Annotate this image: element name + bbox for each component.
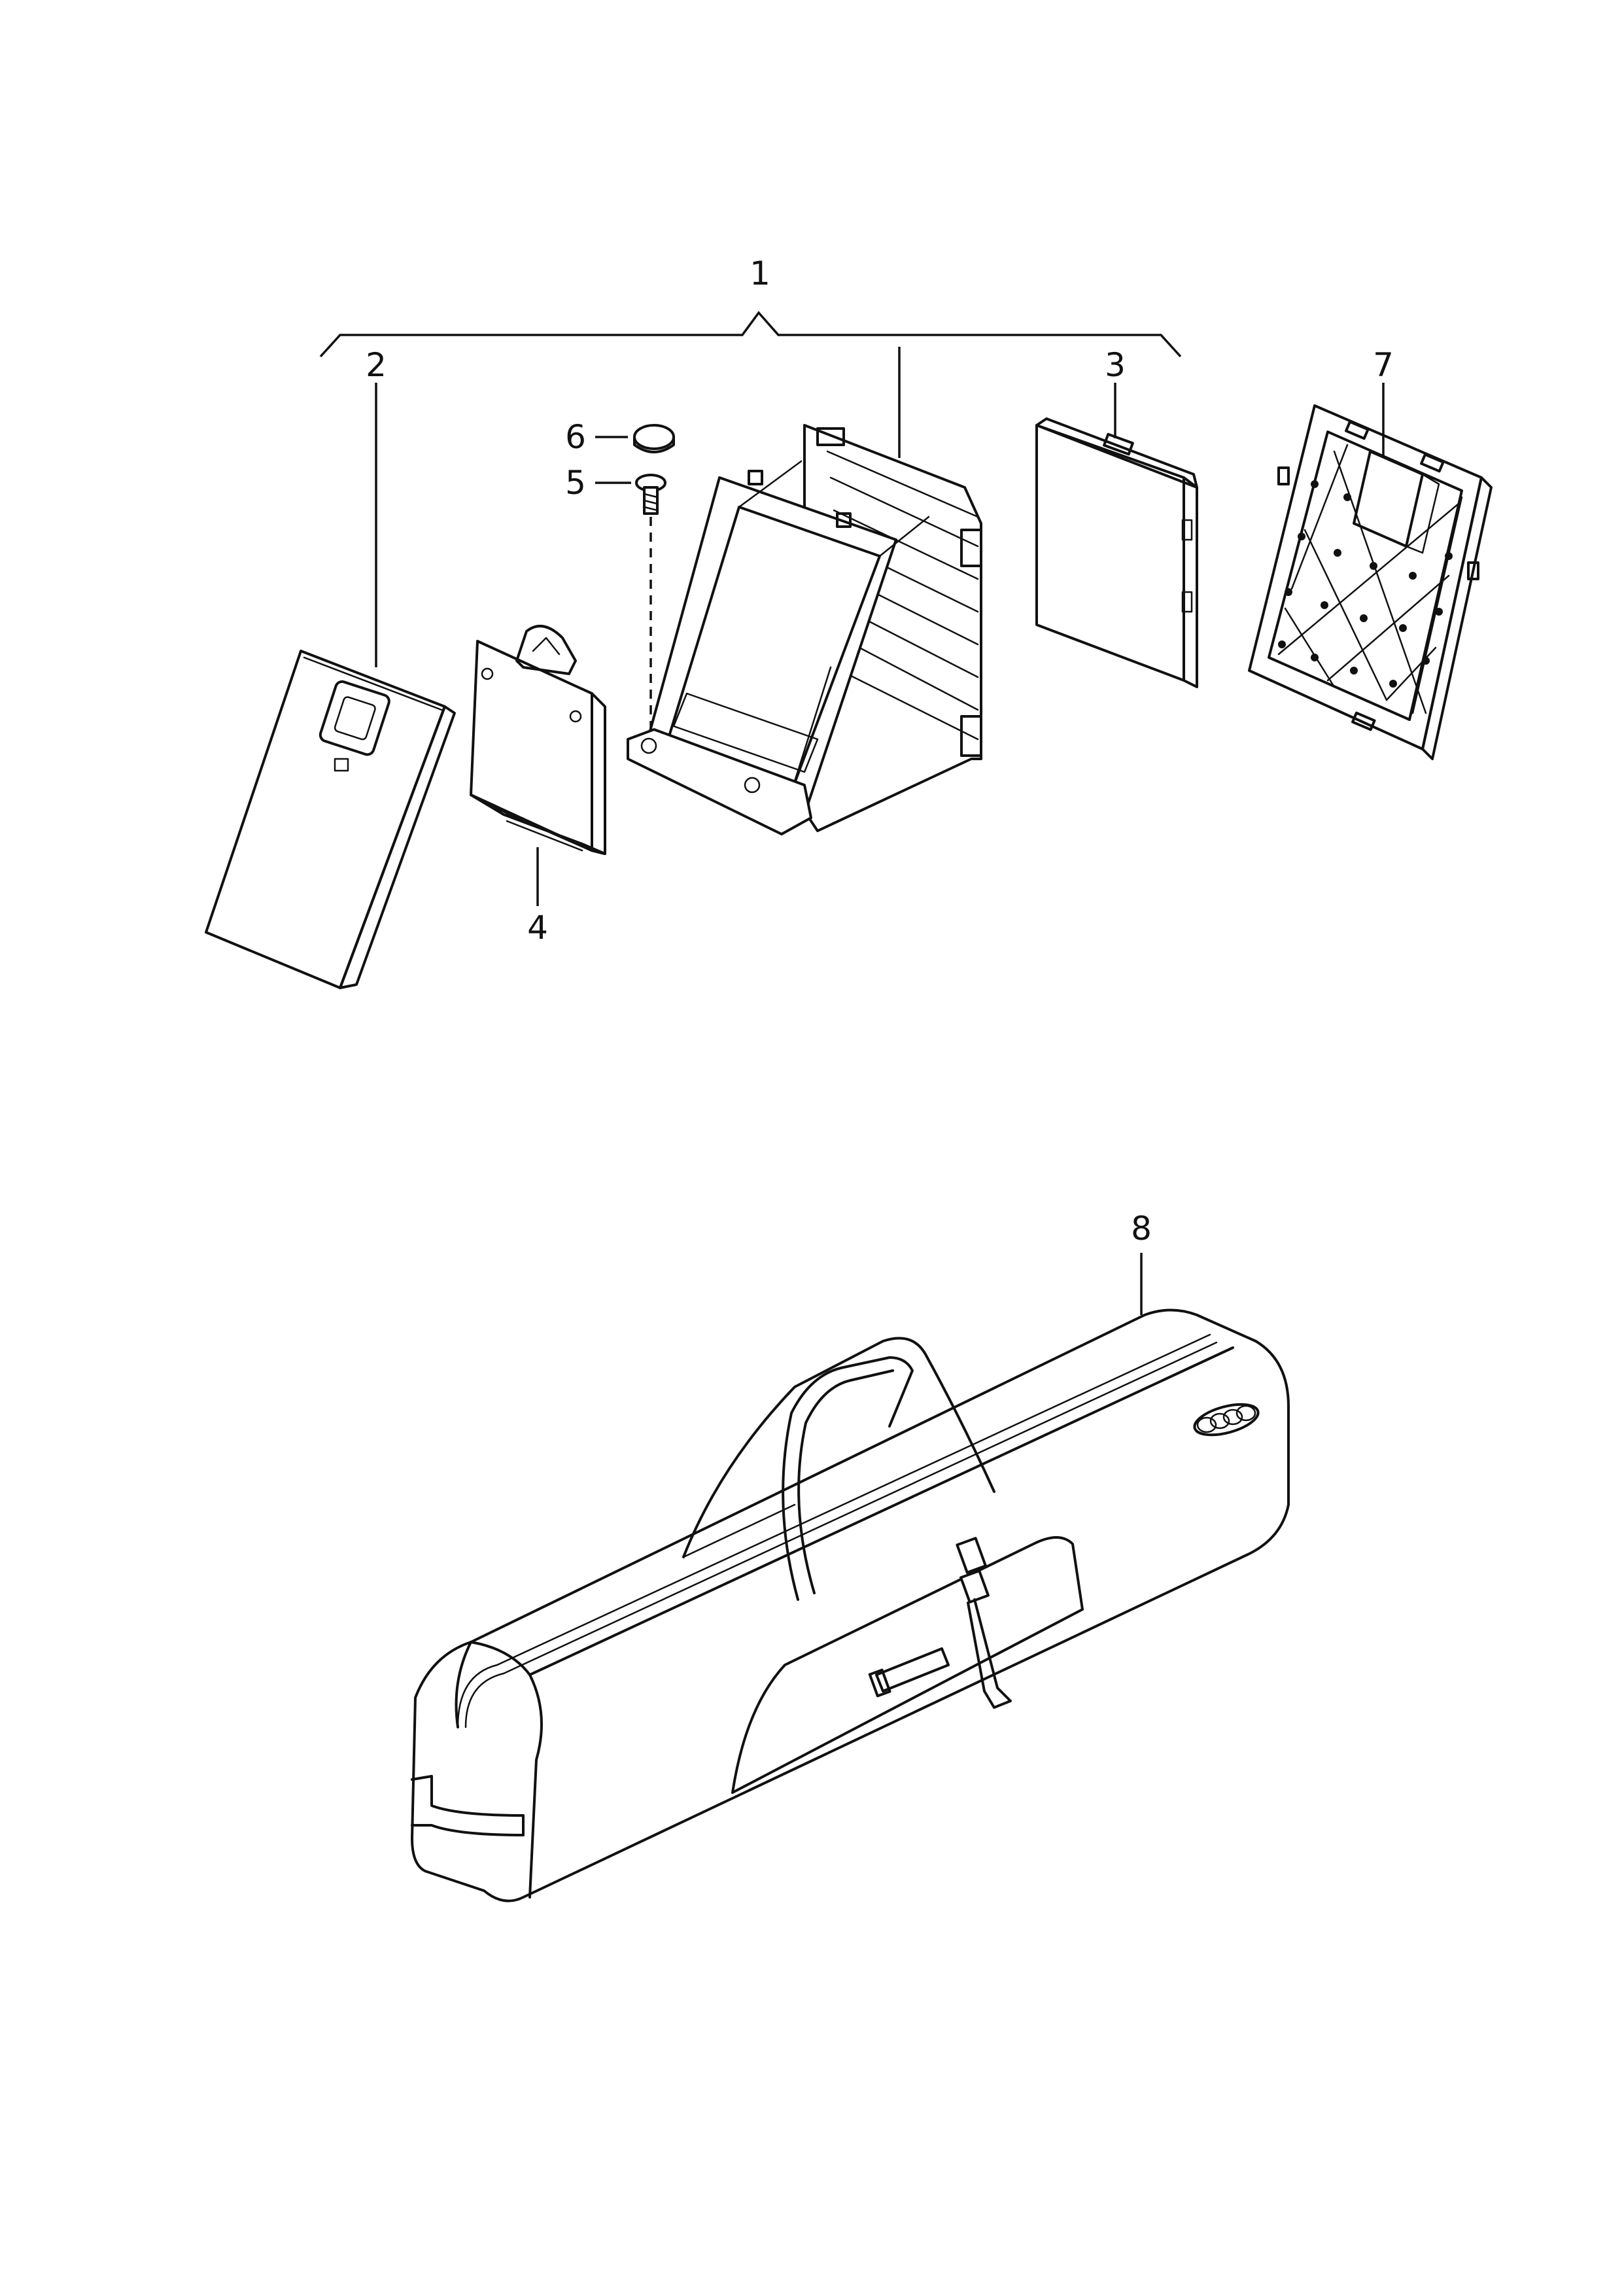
cap-icon [633,424,675,453]
cover-panel-icon [1035,417,1198,688]
callout-4: 4 [527,909,548,947]
callout-6: 6 [565,418,586,456]
callout-2: 2 [366,346,387,384]
storage-compartment-icon [627,424,982,835]
ski-bag-icon [411,1308,1290,1902]
callout-5: 5 [565,464,586,502]
logo-rings-icon [1193,1403,1260,1437]
callout-7: 7 [1373,346,1394,384]
cover-flap-icon [205,650,456,989]
callout-1: 1 [750,254,770,292]
lid-with-latch-icon [470,625,606,855]
callout-3: 3 [1105,346,1126,384]
net-frame-icon [1248,404,1493,760]
assembly-bracket [319,311,1182,458]
screw-icon [635,474,666,515]
callout-8: 8 [1131,1210,1152,1248]
